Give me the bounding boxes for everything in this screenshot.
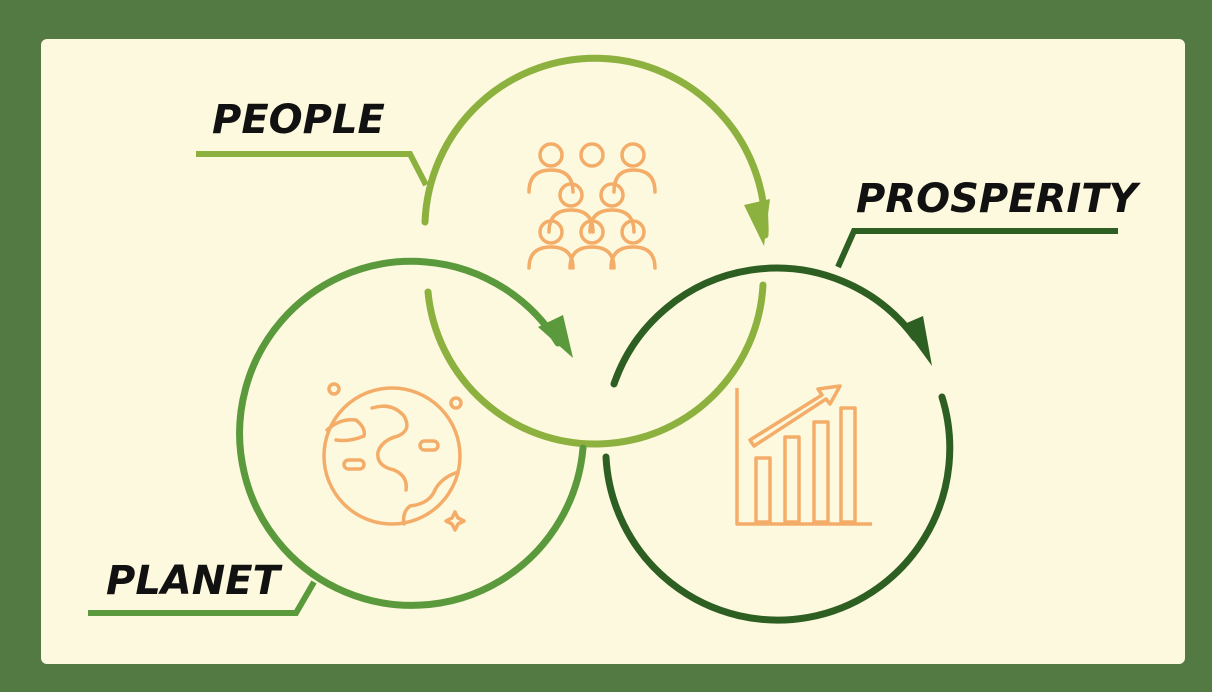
people-label: PEOPLE bbox=[212, 97, 385, 143]
planet-label-line bbox=[88, 580, 317, 616]
people-arrowhead bbox=[744, 199, 770, 246]
people-label-line bbox=[196, 151, 429, 187]
prosperity-label: PROSPERITY bbox=[856, 176, 1142, 222]
group-of-people-icon bbox=[527, 142, 657, 270]
planet-ring bbox=[236, 257, 587, 609]
rising-bar-chart-icon bbox=[735, 384, 872, 526]
prosperity-ring bbox=[602, 264, 954, 624]
globe-icon bbox=[322, 382, 466, 532]
prosperity-arrowhead bbox=[902, 316, 932, 366]
people-ring bbox=[421, 54, 770, 448]
planet-arrowhead bbox=[538, 315, 573, 358]
diagram-panel bbox=[41, 39, 1185, 664]
prosperity-label-line bbox=[835, 228, 1118, 269]
planet-label: PLANET bbox=[106, 558, 283, 604]
